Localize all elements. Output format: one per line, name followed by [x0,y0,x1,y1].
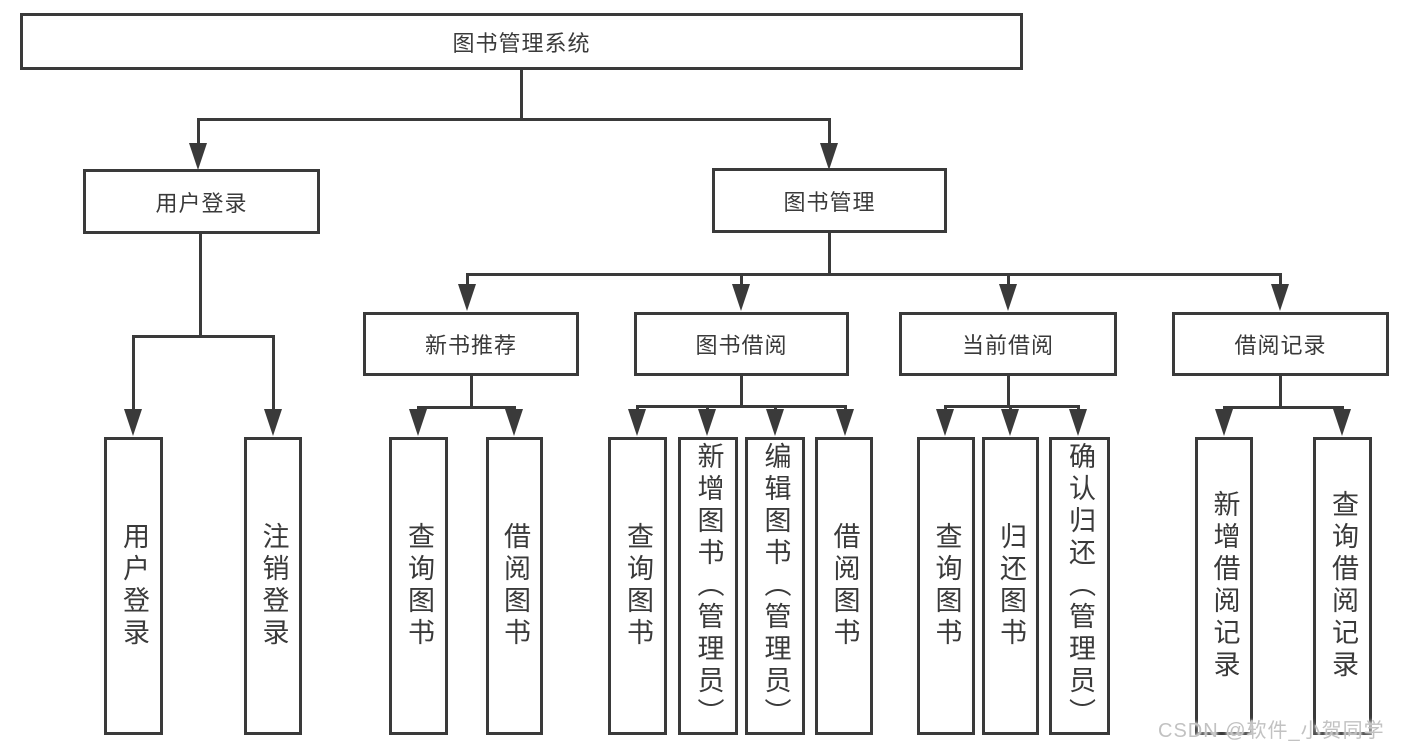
leaf-current-return: 归还图书 [982,437,1039,735]
leaf-borrow-borrow-label: 借阅图书 [829,522,860,650]
node-user-login: 用户登录 [83,169,320,234]
connector-line [636,405,847,408]
node-root-label: 图书管理系统 [452,30,591,56]
leaf-current-query-label: 查询图书 [931,522,962,650]
arrowhead-icon [628,409,646,436]
arrowhead-icon [732,284,750,311]
leaf-borrow-query: 查询图书 [608,437,667,735]
leaf-newbook-borrow: 借阅图书 [486,437,543,735]
connector-line [944,405,1080,408]
leaf-logout: 注销登录 [244,437,302,735]
arrowhead-icon [936,409,954,436]
leaf-logout-label: 注销登录 [258,522,289,650]
node-book-mgmt-label: 图书管理 [783,189,876,215]
leaf-current-return-label: 归还图书 [996,522,1026,650]
arrowhead-icon [698,409,716,436]
leaf-newbook-query-label: 查询图书 [404,522,434,650]
leaf-user-login-label: 用户登录 [119,522,149,650]
leaf-newbook-borrow-label: 借阅图书 [500,522,530,650]
connector-line [466,273,1282,276]
node-current-borrow: 当前借阅 [899,312,1117,376]
connector-line [1279,273,1282,288]
connector-line [197,118,200,148]
node-current-borrow-label: 当前借阅 [961,333,1054,358]
node-book-borrow-label: 图书借阅 [695,333,788,358]
connector-line [132,335,135,413]
arrowhead-icon [999,284,1017,311]
node-borrow-records: 借阅记录 [1172,312,1389,376]
leaf-borrow-edit-label: 编辑图书（管理员） [760,442,791,730]
connector-line [199,233,202,338]
arrowhead-icon [766,409,784,436]
arrowhead-icon [1271,284,1289,311]
leaf-current-query: 查询图书 [917,437,975,735]
connector-line [1223,406,1344,409]
arrowhead-icon [820,143,838,170]
connector-line [197,118,831,121]
arrowhead-icon [409,409,427,436]
arrowhead-icon [1215,409,1233,436]
arrowhead-icon [458,284,476,311]
arrowhead-icon [836,409,854,436]
leaf-borrow-add-label: 新增图书（管理员） [693,442,724,730]
leaf-current-confirm-label: 确认归还（管理员） [1065,442,1095,730]
leaf-record-add-label: 新增借阅记录 [1209,490,1240,682]
leaf-borrow-query-label: 查询图书 [623,522,653,650]
leaf-current-confirm: 确认归还（管理员） [1049,437,1110,735]
node-user-login-label: 用户登录 [155,190,248,216]
arrowhead-icon [264,409,282,436]
connector-line [1007,273,1010,288]
connector-line [520,69,523,120]
connector-line [740,376,743,407]
connector-line [1007,376,1010,407]
node-new-book-rec: 新书推荐 [363,312,579,376]
node-root: 图书管理系统 [20,13,1023,70]
connector-line [828,233,831,276]
connector-line [740,273,743,288]
leaf-borrow-borrow: 借阅图书 [815,437,873,735]
leaf-borrow-add: 新增图书（管理员） [678,437,738,735]
arrowhead-icon [1001,409,1019,436]
connector-line [272,335,275,413]
connector-line [466,273,469,288]
watermark: CSDN @软件_小贺同学 [1158,720,1385,742]
arrowhead-icon [505,409,523,436]
arrowhead-icon [1333,409,1351,436]
arrowhead-icon [189,143,207,170]
node-book-mgmt: 图书管理 [712,168,947,233]
leaf-borrow-edit: 编辑图书（管理员） [745,437,805,735]
connector-line [470,376,473,409]
leaf-newbook-query: 查询图书 [389,437,448,735]
connector-line [132,335,275,338]
leaf-record-query: 查询借阅记录 [1313,437,1372,735]
leaf-record-query-label: 查询借阅记录 [1328,490,1358,682]
node-borrow-records-label: 借阅记录 [1234,333,1327,358]
arrowhead-icon [1069,409,1087,436]
leaf-record-add: 新增借阅记录 [1195,437,1253,735]
arrowhead-icon [124,409,142,436]
connector-line [417,406,516,409]
leaf-user-login: 用户登录 [104,437,163,735]
node-book-borrow: 图书借阅 [634,312,849,376]
node-new-book-rec-label: 新书推荐 [424,333,517,358]
connector-line [1279,376,1282,409]
connector-line [828,118,831,148]
